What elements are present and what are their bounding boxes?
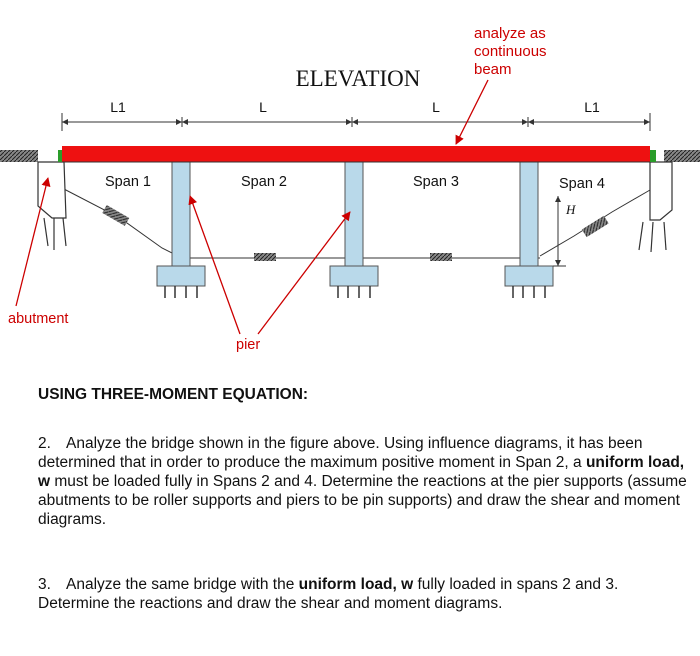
problem-3: 3. Analyze the same bridge with the unifo… bbox=[38, 575, 690, 613]
height-dimension bbox=[553, 196, 566, 267]
ground-left bbox=[0, 150, 38, 162]
dim-label-span2: L bbox=[259, 99, 267, 115]
elevation-title: ELEVATION bbox=[296, 66, 421, 91]
height-label: H bbox=[565, 202, 576, 217]
abutment-right bbox=[638, 161, 673, 253]
pier-3 bbox=[504, 161, 554, 298]
problem-2-text-b: must be loaded fully in Spans 2 and 4. D… bbox=[38, 473, 687, 528]
pier-arrow-right bbox=[257, 211, 351, 335]
abutment-left bbox=[37, 161, 67, 250]
problem-3-number: 3. bbox=[38, 576, 51, 593]
dimension-line bbox=[61, 113, 651, 131]
beam-note-line1: analyze as bbox=[474, 25, 546, 42]
problem-2: 2.Analyze the bridge shown in the figure… bbox=[38, 434, 690, 529]
dim-label-span4: L1 bbox=[584, 99, 600, 115]
problem-3-text-a: Analyze the same bridge with the bbox=[66, 576, 299, 593]
problem-3-text-b: fully loaded in spans 2 and 3. Determine… bbox=[38, 576, 619, 612]
pier-label: pier bbox=[236, 337, 260, 353]
pier-1 bbox=[156, 161, 206, 298]
dim-label-span1: L1 bbox=[110, 99, 126, 115]
continuous-beam bbox=[62, 146, 650, 162]
problem-2-number: 2. bbox=[38, 435, 51, 452]
span-label-2: Span 2 bbox=[241, 174, 287, 190]
abutment-label: abutment bbox=[8, 311, 68, 327]
span-label-3: Span 3 bbox=[413, 174, 459, 190]
abutment-arrow bbox=[15, 177, 51, 307]
bearing-right bbox=[650, 150, 656, 162]
span-label-1: Span 1 bbox=[105, 174, 151, 190]
problem-3-bold: uniform load, w bbox=[298, 576, 414, 593]
dim-label-span3: L bbox=[432, 99, 440, 115]
bearing-left bbox=[58, 150, 64, 162]
problem-2-bold: uniform load, w bbox=[38, 454, 685, 490]
beam-note-line3: beam bbox=[474, 61, 512, 78]
pier-arrow-left bbox=[188, 195, 241, 335]
beam-note-arrow bbox=[455, 79, 489, 145]
problem-2-text-a: Analyze the bridge shown in the figure a… bbox=[38, 435, 643, 471]
bridge-elevation-diagram: ELEVATION L1 L L L1 bbox=[0, 25, 700, 353]
method-heading: USING THREE-MOMENT EQUATION: bbox=[38, 386, 309, 403]
beam-note-line2: continuous bbox=[474, 43, 547, 60]
span-label-4: Span 4 bbox=[559, 176, 605, 192]
ground-right bbox=[664, 150, 700, 162]
